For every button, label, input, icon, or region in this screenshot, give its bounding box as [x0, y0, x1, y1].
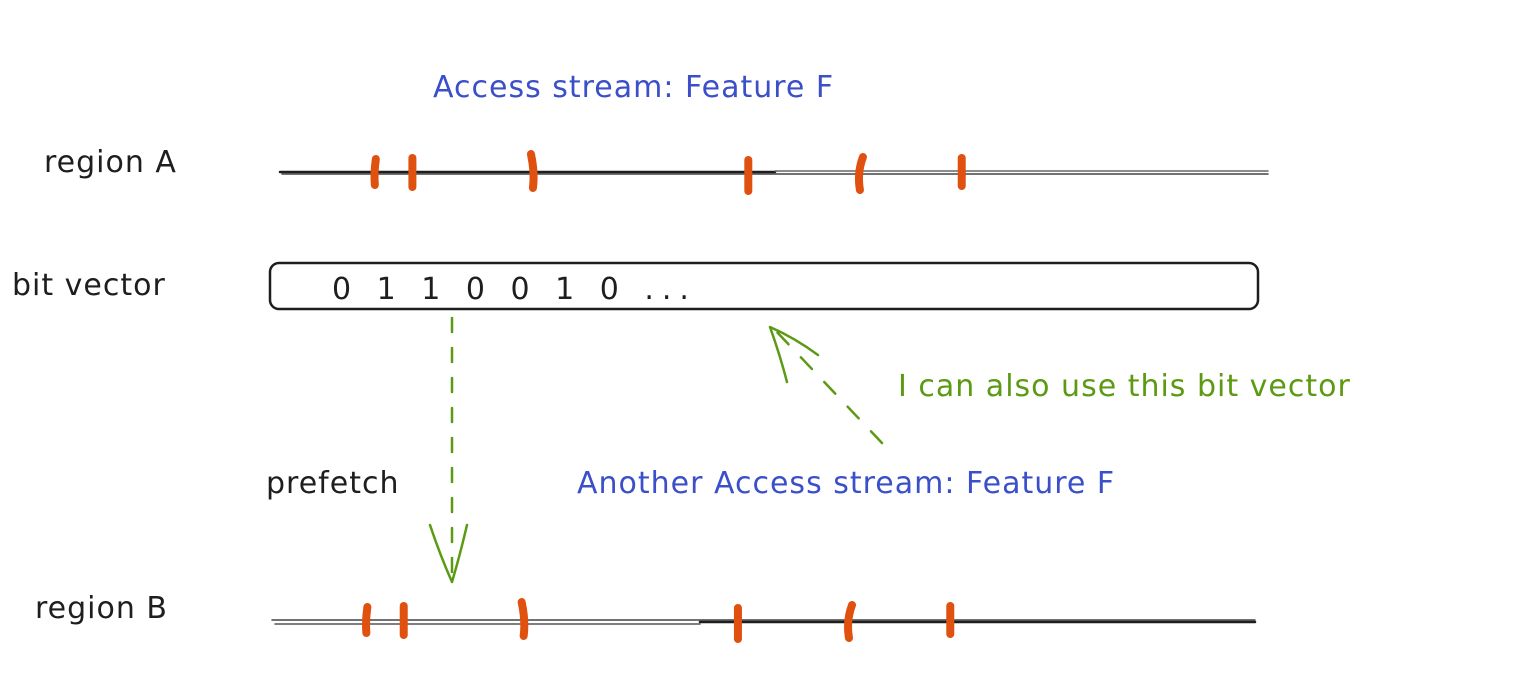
reuse-arrow	[768, 325, 884, 445]
prefetch-arrow	[428, 316, 469, 584]
region-b-access-marks	[362, 598, 955, 643]
stream-a-title: Access stream: Feature F	[433, 70, 834, 105]
access-mark	[362, 603, 372, 637]
stream-b-title: Another Access stream: Feature F	[577, 466, 1115, 501]
access-mark	[854, 153, 867, 194]
bit-vector-box	[268, 261, 1260, 311]
region-b-line	[271, 619, 1257, 625]
access-mark	[844, 601, 857, 642]
region-a-label: region A	[44, 145, 177, 180]
prefetch-label: prefetch	[266, 466, 399, 501]
access-mark	[517, 598, 529, 640]
bit-vector-value: 0 1 1 0 0 1 0 ...	[332, 272, 697, 307]
region-a-access-marks	[370, 150, 966, 195]
bit-vector-label: bit vector	[12, 268, 166, 303]
access-mark	[370, 155, 380, 189]
region-b-label: region B	[35, 591, 168, 626]
access-mark	[526, 150, 538, 192]
reuse-note: I can also use this bit vector	[898, 369, 1351, 404]
region-a-line	[278, 170, 1269, 175]
